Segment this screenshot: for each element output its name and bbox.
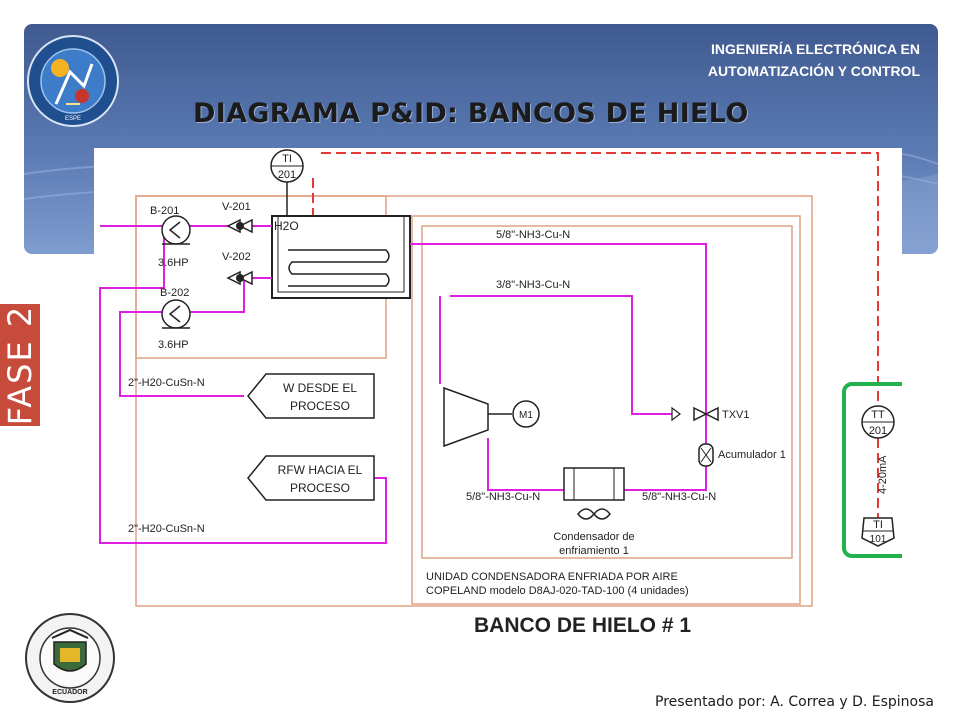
- university-program: INGENIERÍA ELECTRÓNICA EN AUTOMATIZACIÓN…: [660, 38, 920, 82]
- phase-tab: [0, 304, 40, 426]
- pid-diagram: TI 201 H2O B-201 3.6HP B-202 3.6HP V-201: [94, 148, 902, 638]
- espe-army-seal: ECUADOR: [25, 613, 115, 703]
- svg-text:TT: TT: [871, 409, 885, 421]
- svg-text:V-202: V-202: [222, 251, 251, 263]
- unit-description-2: COPELAND modelo D8AJ-020-TAD-100 (4 unid…: [426, 585, 689, 597]
- svg-text:TXV1: TXV1: [722, 409, 750, 421]
- compressor: M1: [443, 386, 540, 448]
- unit-boundary-inner: [421, 225, 793, 559]
- svg-text:PROCESO: PROCESO: [290, 399, 350, 413]
- bank-title: BANCO DE HIELO # 1: [474, 614, 691, 637]
- highlight-box: [842, 382, 902, 558]
- pid-diagram-svg: TI 201 H2O B-201 3.6HP B-202 3.6HP V-201: [94, 148, 902, 638]
- water-label: H2O: [274, 219, 299, 233]
- svg-text:PROCESO: PROCESO: [290, 481, 350, 495]
- svg-text:V-201: V-201: [222, 201, 251, 213]
- university-line-2: AUTOMATIZACIÓN Y CONTROL: [707, 63, 920, 79]
- pipe-nh3-bot-right: 5/8"-NH3-Cu-N: [642, 491, 716, 503]
- pipe-nh3-top-label: 5/8"-NH3-Cu-N: [496, 229, 570, 241]
- svg-text:B-202: B-202: [160, 287, 189, 299]
- presenter-credit: Presentado por: A. Correa y D. Espinosa: [655, 694, 934, 710]
- motor-tag: M1: [519, 410, 533, 421]
- svg-text:3.6HP: 3.6HP: [158, 257, 189, 269]
- accumulator: Acumulador 1: [698, 443, 786, 467]
- tt201-transmitter: TT 201: [861, 405, 895, 439]
- svg-text:201: 201: [278, 169, 296, 181]
- unit-description-1: UNIDAD CONDENSADORA ENFRIADA POR AIRE: [426, 571, 678, 583]
- txv-valve: TXV1: [671, 406, 750, 422]
- signal-label: 4-20mA: [877, 455, 889, 494]
- unit-boundary-outer: [411, 215, 801, 605]
- refrigerant-lines: [410, 243, 707, 491]
- svg-text:enfriamiento 1: enfriamiento 1: [559, 545, 629, 557]
- svg-text:B-201: B-201: [150, 205, 179, 217]
- svg-text:TI: TI: [282, 153, 292, 165]
- ti101-indicator: TI 101: [861, 517, 895, 547]
- phase-label: FASE 2: [1, 304, 39, 426]
- svg-text:RFW HACIA EL: RFW HACIA EL: [278, 463, 363, 477]
- pump-b201: B-201 3.6HP: [150, 205, 191, 269]
- pump-b202: B-202 3.6HP: [158, 287, 191, 351]
- university-line-1: INGENIERÍA ELECTRÓNICA EN: [711, 41, 920, 57]
- svg-text:W DESDE EL: W DESDE EL: [283, 381, 357, 395]
- svg-text:201: 201: [869, 425, 887, 437]
- pipe-nh3-bot-left: 5/8"-NH3-Cu-N: [466, 491, 540, 503]
- svg-text:3.6HP: 3.6HP: [158, 339, 189, 351]
- water-pipes: [99, 225, 387, 544]
- pipe-water-in-label: 2"-H20-CuSn-N: [128, 377, 205, 389]
- svg-text:Condensador de: Condensador de: [553, 531, 634, 543]
- valve-v201: V-201: [222, 201, 253, 234]
- espe-abbrev: ESPE: [65, 116, 81, 122]
- water-from-process-box: W DESDE EL PROCESO: [247, 373, 375, 419]
- page-title: DIAGRAMA P&ID: BANCOS DE HIELO: [193, 98, 749, 129]
- svg-text:101: 101: [870, 534, 887, 545]
- svg-text:Acumulador 1: Acumulador 1: [718, 449, 786, 461]
- bank-boundary: [135, 195, 813, 607]
- ti201-indicator: TI 201: [270, 149, 304, 183]
- pipe-water-out-label: 2"-H20-CuSn-N: [128, 523, 205, 535]
- ice-tank: H2O: [271, 215, 411, 299]
- pipe-nh3-mid-label: 3/8"-NH3-Cu-N: [496, 279, 570, 291]
- espe-logo: ESPE: [27, 35, 119, 127]
- cooling-condenser: Condensador de enfriamiento 1: [553, 467, 635, 557]
- valve-v202: V-202: [222, 251, 253, 286]
- signal-lines: [312, 152, 879, 520]
- rfw-to-process-box: RFW HACIA EL PROCESO: [247, 455, 375, 501]
- seal-country: ECUADOR: [52, 689, 87, 696]
- svg-text:TI: TI: [873, 519, 883, 531]
